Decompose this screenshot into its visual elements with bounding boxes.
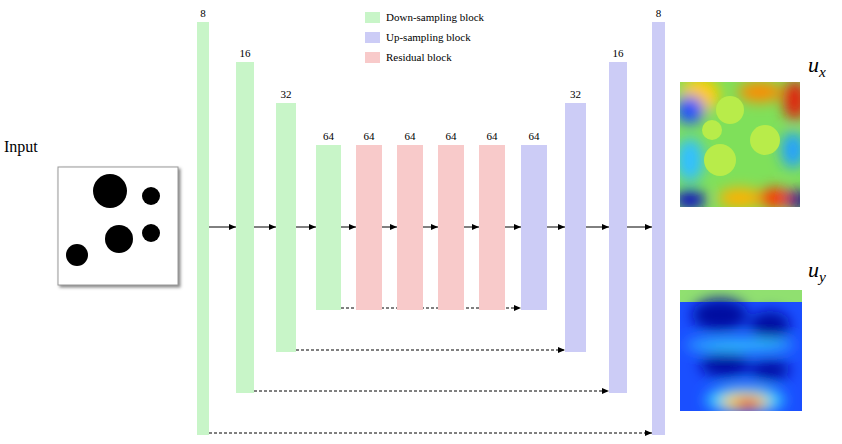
network-block: 32 bbox=[276, 103, 296, 352]
flow-arrow bbox=[209, 227, 236, 228]
channel-count: 64 bbox=[529, 130, 540, 142]
legend-entry: Residual block bbox=[365, 51, 452, 63]
input-label: Input bbox=[4, 138, 38, 156]
network-block: 64 bbox=[479, 145, 505, 310]
flow-arrow bbox=[627, 227, 652, 228]
network-block: 64 bbox=[438, 145, 464, 310]
channel-count: 8 bbox=[656, 7, 662, 19]
flow-arrow bbox=[547, 227, 565, 228]
legend-entry: Down-sampling block bbox=[365, 11, 484, 23]
ux-field-image bbox=[680, 82, 800, 207]
legend-entry: Up-sampling block bbox=[365, 31, 471, 43]
channel-count: 64 bbox=[405, 130, 416, 142]
channel-count: 64 bbox=[323, 130, 334, 142]
field-label: uy bbox=[808, 257, 826, 286]
legend-swatch bbox=[365, 12, 380, 23]
channel-count: 64 bbox=[364, 130, 375, 142]
flow-arrow bbox=[296, 227, 316, 228]
legend-swatch bbox=[365, 32, 380, 43]
flow-arrow bbox=[586, 227, 609, 228]
network-block: 8 bbox=[197, 22, 209, 435]
network-block: 16 bbox=[236, 62, 254, 393]
field-label: ux bbox=[808, 52, 826, 81]
network-block: 64 bbox=[521, 145, 547, 310]
network-block: 16 bbox=[609, 62, 627, 393]
network-block: 64 bbox=[356, 145, 382, 310]
legend-text: Down-sampling block bbox=[386, 11, 484, 23]
legend-text: Up-sampling block bbox=[386, 31, 471, 43]
network-block: 8 bbox=[652, 22, 665, 435]
network-block: 32 bbox=[565, 103, 586, 352]
channel-count: 32 bbox=[281, 88, 292, 100]
channel-count: 16 bbox=[240, 47, 251, 59]
input-image bbox=[58, 167, 178, 285]
skip-connection bbox=[296, 350, 565, 351]
skip-connection bbox=[209, 433, 652, 434]
flow-arrow bbox=[423, 227, 438, 228]
channel-count: 16 bbox=[613, 47, 624, 59]
legend-text: Residual block bbox=[386, 51, 452, 63]
network-block: 64 bbox=[316, 145, 341, 310]
channel-count: 32 bbox=[570, 88, 581, 100]
channel-count: 8 bbox=[200, 7, 206, 19]
network-block: 64 bbox=[397, 145, 423, 310]
skip-connection bbox=[254, 391, 609, 392]
channel-count: 64 bbox=[487, 130, 498, 142]
channel-count: 64 bbox=[446, 130, 457, 142]
flow-arrow bbox=[341, 227, 356, 228]
legend-swatch bbox=[365, 52, 380, 63]
flow-arrow bbox=[382, 227, 397, 228]
flow-arrow bbox=[464, 227, 479, 228]
flow-arrow bbox=[505, 227, 521, 228]
uy-field-image bbox=[680, 290, 802, 411]
flow-arrow bbox=[254, 227, 276, 228]
